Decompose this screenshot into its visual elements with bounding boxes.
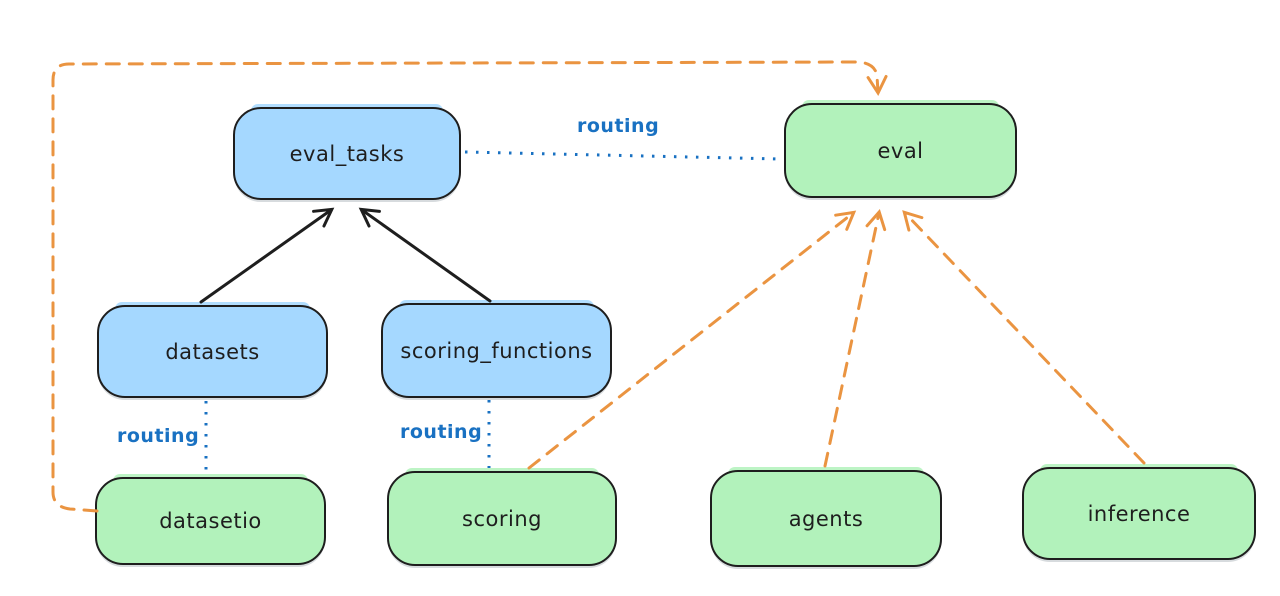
node-agents-label: agents [788,506,864,531]
node-datasetio-label: datasetio [159,509,262,533]
edge-datasets-to-eval-tasks [199,207,335,304]
node-eval-tasks-label: eval_tasks [289,141,405,166]
edge-eval-tasks-to-eval-routing [464,150,781,161]
edge-scoring-functions-to-eval-tasks [358,207,492,303]
edge-label-routing-datasets-datasetio: routing [117,425,200,447]
node-datasets: datasets [97,302,328,398]
node-eval-tasks: eval_tasks [233,104,461,200]
edge-agents-to-eval [823,209,887,468]
node-inference-label: inference [1087,501,1191,526]
node-scoring-functions: scoring_functions [381,300,612,398]
node-agents: agents [710,467,942,567]
node-scoring-label: scoring [462,506,542,531]
node-datasetio: datasetio [95,474,326,565]
node-eval: eval [784,100,1017,198]
node-scoring-functions-label: scoring_functions [400,338,593,363]
node-inference: inference [1022,464,1256,560]
edge-label-routing-eval-tasks-eval: routing [577,115,660,137]
node-eval-label: eval [877,138,924,163]
node-scoring: scoring [387,468,617,566]
edge-label-routing-scoring-functions-scoring: routing [400,421,483,443]
edge-inference-to-eval [902,210,1146,465]
node-datasets-label: datasets [165,339,260,364]
